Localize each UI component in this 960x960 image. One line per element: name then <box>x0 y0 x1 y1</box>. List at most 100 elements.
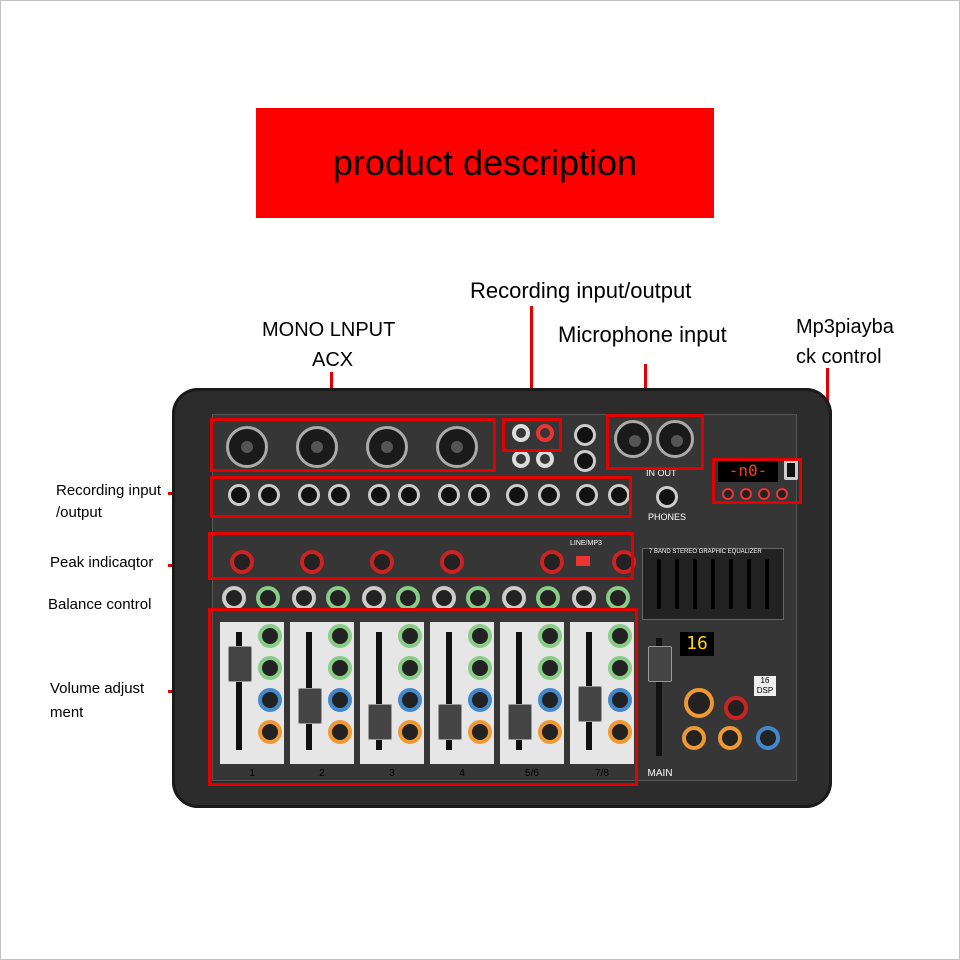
phones-jack[interactable] <box>656 486 678 508</box>
fader-4[interactable] <box>438 704 462 740</box>
xlr-input-3[interactable] <box>366 426 408 468</box>
eq-slider-6[interactable] <box>747 559 751 609</box>
main-fader[interactable] <box>648 646 672 682</box>
main-out-right[interactable] <box>656 420 694 458</box>
eq-mid-56[interactable] <box>538 656 562 680</box>
jack-aux-1[interactable] <box>574 424 596 446</box>
balance-knob-1[interactable] <box>222 586 246 610</box>
aux-knob-78[interactable] <box>606 586 630 610</box>
rca-red-in[interactable] <box>536 424 554 442</box>
usb-port[interactable] <box>784 460 798 480</box>
recording-io-top-label: Recording input/output <box>470 278 692 303</box>
eq-mid-4[interactable] <box>468 656 492 680</box>
aux-knob-2[interactable] <box>326 586 350 610</box>
mp3-button-3[interactable] <box>758 488 770 500</box>
fader-1[interactable] <box>228 646 252 682</box>
balance-knob-3[interactable] <box>362 586 386 610</box>
eq-low-56[interactable] <box>538 688 562 712</box>
line-jack-4a[interactable] <box>438 484 460 506</box>
line-jack-3b[interactable] <box>398 484 420 506</box>
jack-aux-2[interactable] <box>574 450 596 472</box>
eq-low-3[interactable] <box>398 688 422 712</box>
eq-mid-78[interactable] <box>608 656 632 680</box>
rca-red-out[interactable] <box>536 450 554 468</box>
mp3-button-1[interactable] <box>722 488 734 500</box>
aux-knob-56[interactable] <box>536 586 560 610</box>
fader-56[interactable] <box>508 704 532 740</box>
eq-slider-4[interactable] <box>711 559 715 609</box>
line-jack-7[interactable] <box>576 484 598 506</box>
line-jack-5[interactable] <box>506 484 528 506</box>
fx-select-knob[interactable] <box>684 688 714 718</box>
aux-knob-1[interactable] <box>256 586 280 610</box>
eq-low-78[interactable] <box>608 688 632 712</box>
line-jack-4b[interactable] <box>468 484 490 506</box>
line-jack-2a[interactable] <box>298 484 320 506</box>
leader-recording-io-top <box>530 306 533 416</box>
fader-2[interactable] <box>298 688 322 724</box>
eq-mid-1[interactable] <box>258 656 282 680</box>
fx-send-master-knob[interactable] <box>718 726 742 750</box>
rca-white-out[interactable] <box>512 450 530 468</box>
fader-78[interactable] <box>578 686 602 722</box>
eq-slider-7[interactable] <box>765 559 769 609</box>
eq-mid-2[interactable] <box>328 656 352 680</box>
balance-knob-2[interactable] <box>292 586 316 610</box>
title-banner: product description <box>256 108 714 218</box>
aux-master-knob[interactable] <box>756 726 780 750</box>
line-jack-1a[interactable] <box>228 484 250 506</box>
eq-low-1[interactable] <box>258 688 282 712</box>
fx-mute-knob[interactable] <box>724 696 748 720</box>
mp3-button-4[interactable] <box>776 488 788 500</box>
leader-mp3-vertical <box>826 368 829 406</box>
gain-knob-1[interactable] <box>230 550 254 574</box>
fx-send-78[interactable] <box>608 720 632 744</box>
fader-3[interactable] <box>368 704 392 740</box>
eq-slider-1[interactable] <box>657 559 661 609</box>
main-out-left[interactable] <box>614 420 652 458</box>
eq-high-1[interactable] <box>258 624 282 648</box>
fx-send-4[interactable] <box>468 720 492 744</box>
rca-white-in[interactable] <box>512 424 530 442</box>
line-jack-3a[interactable] <box>368 484 390 506</box>
gain-knob-3[interactable] <box>370 550 394 574</box>
xlr-input-2[interactable] <box>296 426 338 468</box>
mp3-button-2[interactable] <box>740 488 752 500</box>
eq-slider-2[interactable] <box>675 559 679 609</box>
eq-high-2[interactable] <box>328 624 352 648</box>
eq-slider-3[interactable] <box>693 559 697 609</box>
balance-knob-4[interactable] <box>432 586 456 610</box>
xlr-input-4[interactable] <box>436 426 478 468</box>
eq-high-3[interactable] <box>398 624 422 648</box>
mp3-display: -n0- <box>718 460 778 482</box>
aux-knob-4[interactable] <box>466 586 490 610</box>
eq-high-78[interactable] <box>608 624 632 648</box>
gain-knob-56[interactable] <box>540 550 564 574</box>
line-mp3-button[interactable] <box>576 556 590 566</box>
eq-low-2[interactable] <box>328 688 352 712</box>
line-jack-6[interactable] <box>538 484 560 506</box>
fx-send-56[interactable] <box>538 720 562 744</box>
gain-knob-4[interactable] <box>440 550 464 574</box>
gain-knob-2[interactable] <box>300 550 324 574</box>
fx-send-3[interactable] <box>398 720 422 744</box>
highlight-volume <box>208 608 638 786</box>
fx-level-knob[interactable] <box>682 726 706 750</box>
aux-knob-3[interactable] <box>396 586 420 610</box>
eq-high-4[interactable] <box>468 624 492 648</box>
xlr-input-1[interactable] <box>226 426 268 468</box>
balance-knob-78[interactable] <box>572 586 596 610</box>
mic-input-label: Microphone input <box>558 322 727 347</box>
highlight-mic-input <box>606 414 704 470</box>
eq-slider-5[interactable] <box>729 559 733 609</box>
eq-high-56[interactable] <box>538 624 562 648</box>
fader-track-56 <box>516 632 522 750</box>
line-jack-2b[interactable] <box>328 484 350 506</box>
fx-send-1[interactable] <box>258 720 282 744</box>
fx-send-2[interactable] <box>328 720 352 744</box>
balance-knob-56[interactable] <box>502 586 526 610</box>
eq-mid-3[interactable] <box>398 656 422 680</box>
line-jack-8[interactable] <box>608 484 630 506</box>
line-jack-1b[interactable] <box>258 484 280 506</box>
eq-low-4[interactable] <box>468 688 492 712</box>
